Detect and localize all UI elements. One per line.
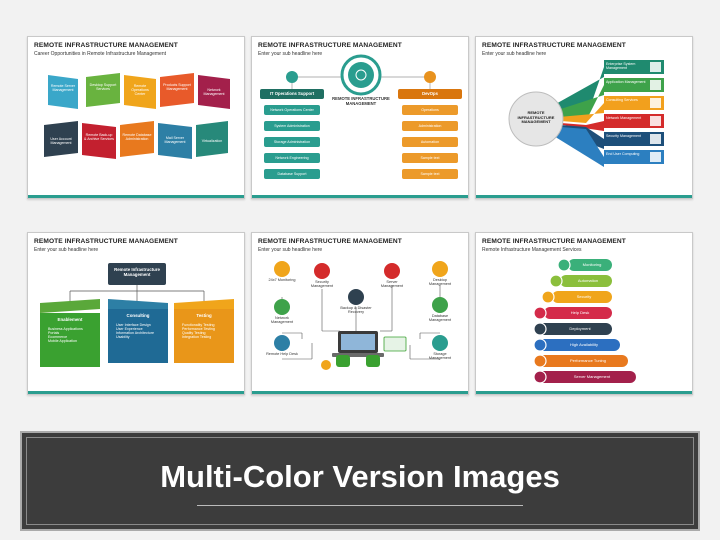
service-label: Security Management: [310, 280, 334, 289]
career-item: Remote Back-up & Archive Services: [84, 133, 114, 142]
service-label: Server Management: [380, 280, 404, 289]
stair-item: Server Management: [573, 374, 611, 379]
column-item: Portals: [48, 331, 60, 336]
left-item: Storage Administration: [273, 140, 311, 144]
column-item: Ecommerce: [48, 335, 68, 340]
column-item: Business Applications: [48, 327, 83, 331]
fan-item: Enterprise System Management: [606, 62, 636, 71]
fan-item: Consulting Services: [606, 98, 638, 102]
column-item: Integration Testing: [182, 335, 212, 340]
service-label: Network Management: [270, 316, 294, 325]
slide-title: REMOTE INFRASTRUCTURE MANAGEMENT: [34, 42, 178, 49]
column-item: Performance Testing: [182, 327, 215, 332]
slide-title: REMOTE INFRASTRUCTURE MANAGEMENT: [34, 238, 178, 245]
stair-item: Monitoring: [582, 262, 602, 267]
service-label: Backup & Disaster Recovery: [340, 306, 372, 315]
column-item: User Experience: [116, 327, 143, 332]
operations-diagram-graphic: [260, 54, 462, 179]
career-blocks-graphic: [44, 73, 230, 159]
slide-thumbnail-1[interactable]: REMOTE INFRASTRUCTURE MANAGEMENT Career …: [27, 36, 245, 199]
tree-root-label: Remote Infrastructure Management: [114, 267, 160, 278]
slide-thumbnail-6[interactable]: REMOTE INFRASTRUCTURE MANAGEMENT Remote …: [475, 232, 693, 395]
stair-item: Performance Tuning: [569, 358, 607, 363]
slide-title: REMOTE INFRASTRUCTURE MANAGEMENT: [482, 238, 626, 245]
left-item: System Administration: [274, 124, 310, 128]
column-item-list: Business Applications Portals Ecommerce …: [48, 327, 98, 344]
laptop-services-graphic: [274, 261, 448, 370]
column-item: User Interface Design: [116, 323, 151, 327]
title-banner: Multi-Color Version Images: [20, 431, 700, 531]
banner-underline: [197, 505, 523, 506]
left-header: IT Operations Support: [269, 91, 315, 96]
service-label: Remote Help Desk: [266, 352, 298, 356]
right-item: Automation: [420, 140, 440, 144]
column-item-list: Functionality Testing Performance Testin…: [182, 323, 232, 340]
career-item: Desktop Support Services: [89, 83, 117, 92]
career-item: Products Support Management: [163, 83, 191, 92]
service-label: Database Management: [428, 314, 452, 323]
stair-item: Security: [576, 294, 592, 299]
service-label: 24x7 Monitoring: [268, 278, 296, 282]
slide-thumbnail-4[interactable]: REMOTE INFRASTRUCTURE MANAGEMENT Enter y…: [27, 232, 245, 395]
right-item: Sample text: [420, 156, 440, 160]
left-item: Network Operations Center: [270, 108, 314, 112]
banner-frame: [26, 437, 694, 525]
center-label: REMOTE INFRASTRUCTURE MANAGEMENT: [332, 96, 390, 106]
banner-title: Multi-Color Version Images: [160, 459, 560, 494]
stair-item: High Availability: [570, 342, 598, 347]
slide-subtitle: Enter your sub headline here: [258, 51, 323, 57]
slide-title: REMOTE INFRASTRUCTURE MANAGEMENT: [482, 42, 626, 49]
slide-thumbnail-3[interactable]: REMOTE INFRASTRUCTURE MANAGEMENT Enter y…: [475, 36, 693, 199]
column-head: Testing: [196, 313, 212, 318]
left-item: Database Support: [277, 172, 307, 176]
fan-item: End User Computing: [606, 152, 640, 156]
career-item: User Account Management: [50, 137, 72, 146]
fan-item: Security Management: [606, 134, 641, 138]
column-head: Enablement: [57, 317, 83, 322]
column-item: Usability: [116, 335, 130, 340]
fan-item: Application Management: [606, 80, 646, 84]
stair-item: Automation: [577, 278, 599, 283]
stair-item: Deployment: [569, 326, 591, 331]
left-item: Network Engineering: [275, 156, 309, 160]
right-item: Operations: [421, 108, 439, 112]
slide-thumbnail-2[interactable]: REMOTE INFRASTRUCTURE MANAGEMENT Enter y…: [251, 36, 469, 199]
hub-label: REMOTE INFRASTRUCTURE MANAGEMENT: [517, 110, 555, 125]
career-item: Remote Server Management: [50, 84, 76, 93]
slide-title: REMOTE INFRASTRUCTURE MANAGEMENT: [258, 42, 402, 49]
career-item: Remote Database Administration: [122, 133, 152, 142]
stair-list-graphic: [533, 258, 636, 384]
career-item: Virtualization: [201, 139, 223, 143]
slide-subtitle: Enter your sub headline here: [482, 51, 547, 57]
service-label: Desktop Management: [428, 278, 452, 287]
right-header: DevOps: [422, 91, 438, 96]
slide-subtitle: Remote Infrastructure Management Service…: [482, 247, 582, 253]
right-item: Administration: [418, 124, 442, 128]
slide-subtitle: Career Opportunities in Remote Infrastru…: [34, 51, 167, 57]
fan-item: Network Management: [606, 116, 642, 120]
slide-title: REMOTE INFRASTRUCTURE MANAGEMENT: [258, 238, 402, 245]
column-item: Functionality Testing: [182, 323, 215, 327]
career-item: Mail Server Management: [164, 136, 186, 145]
slide-thumbnail-5[interactable]: REMOTE INFRASTRUCTURE MANAGEMENT Enter y…: [251, 232, 469, 395]
career-item: Network Management: [203, 88, 225, 97]
column-head: Consulting: [126, 313, 150, 318]
slide-subtitle: Enter your sub headline here: [258, 247, 323, 253]
stair-item: Help Desk: [570, 310, 590, 315]
hub-fan-graphic: [508, 60, 664, 167]
column-item-list: User Interface Design User Experience In…: [116, 323, 166, 340]
slide-subtitle: Enter your sub headline here: [34, 247, 99, 253]
column-item: Mobile Application: [48, 339, 77, 344]
tree-columns-graphic: [40, 263, 234, 367]
column-item: Quality Testing: [182, 331, 206, 336]
service-label: Storage Management: [428, 352, 452, 361]
right-item: Sample text: [420, 172, 440, 176]
career-item: Remote Operations Center: [131, 84, 149, 97]
column-item: Information Architecture: [116, 331, 154, 336]
